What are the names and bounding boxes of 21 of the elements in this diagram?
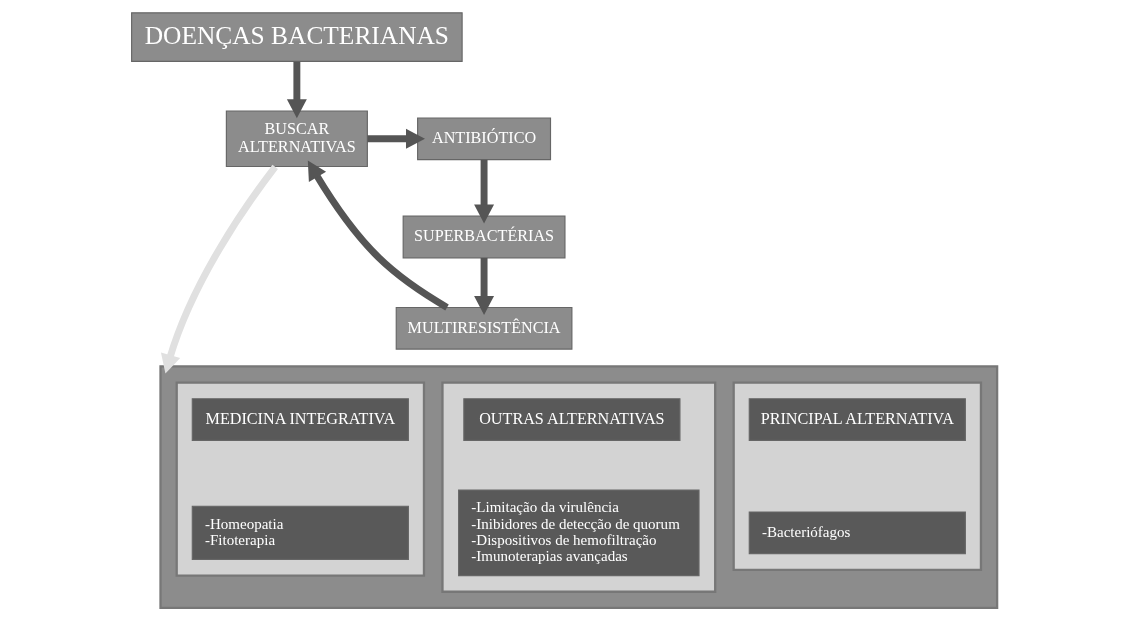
- node-box: OUTRAS ALTERNATIVAS: [463, 398, 681, 441]
- arrow: [286, 61, 307, 119]
- node-box: BUSCAR ALTERNATIVAS: [225, 110, 368, 168]
- node-box: ANTIBIÓTICO: [417, 117, 552, 161]
- cluster: [732, 381, 983, 571]
- node-box: PRINCIPAL ALTERNATIVA: [748, 398, 966, 441]
- node-box: MULTIRESISTÊNCIA: [395, 306, 573, 350]
- node-box: -Bacteriófagos: [748, 511, 966, 555]
- node-box: -Homeopatia -Fitoterapia: [191, 505, 409, 560]
- node-box: -Limitação da virulência -Inibidores de detecção de quorum -Dispositivos de hemofiltração -Imunoterapias avançadas: [458, 489, 700, 577]
- cluster: [175, 381, 426, 577]
- cluster: [159, 365, 999, 610]
- arrow: [474, 257, 495, 315]
- arrow: [307, 160, 449, 311]
- arrow: [160, 164, 278, 374]
- node-box: DOENÇAS BACTERIANAS: [131, 12, 463, 62]
- cluster: [441, 381, 717, 593]
- node-box: SUPERBACTÉRIAS: [402, 215, 566, 259]
- arrow: [367, 128, 425, 149]
- arrow: [474, 159, 495, 224]
- node-box: MEDICINA INTEGRATIVA: [191, 398, 409, 441]
